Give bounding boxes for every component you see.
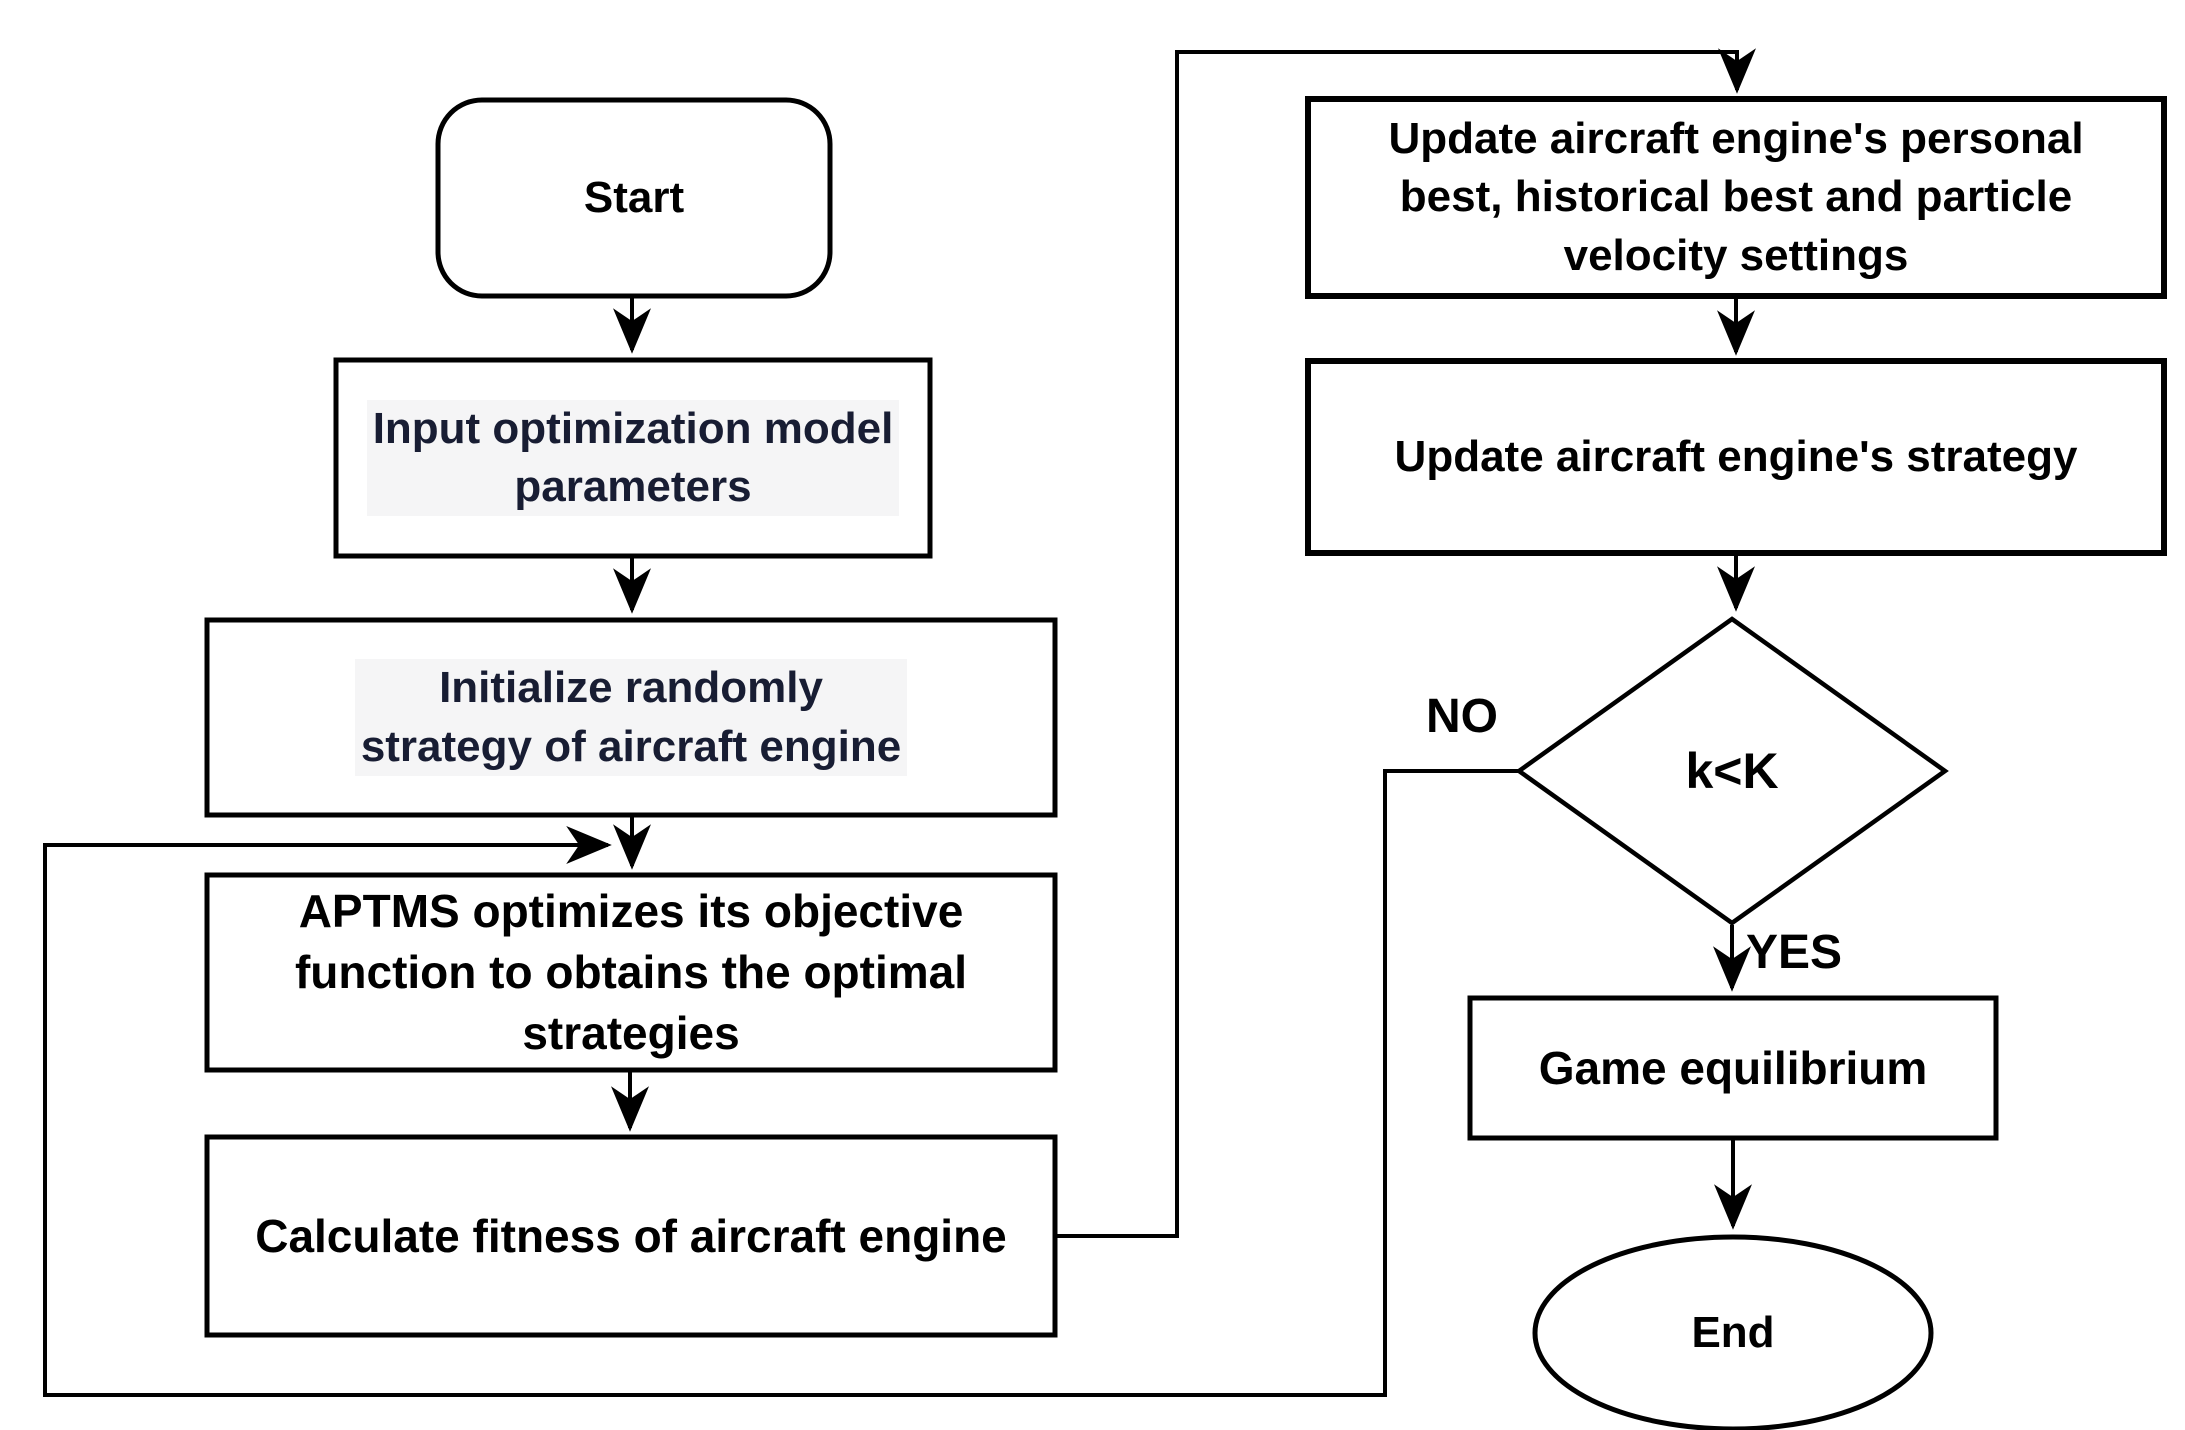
update-strategy-node-shape (1305, 358, 2167, 556)
arrow-decision-no-loop-to-aptms (43, 769, 1519, 1397)
decision-diamond-shape (1515, 616, 1949, 926)
arrow-calculate-to-update-best (1055, 48, 1756, 1238)
start-node-shape (435, 97, 833, 299)
initialize-node-shape (204, 617, 1058, 818)
end-node-shape (1532, 1234, 1934, 1430)
game-equilibrium-node-shape (1467, 995, 1999, 1141)
aptms-node-shape (204, 872, 1058, 1073)
input-node-shape (333, 357, 933, 559)
calculate-node-shape (204, 1134, 1058, 1338)
update-best-node-shape (1305, 96, 2167, 299)
